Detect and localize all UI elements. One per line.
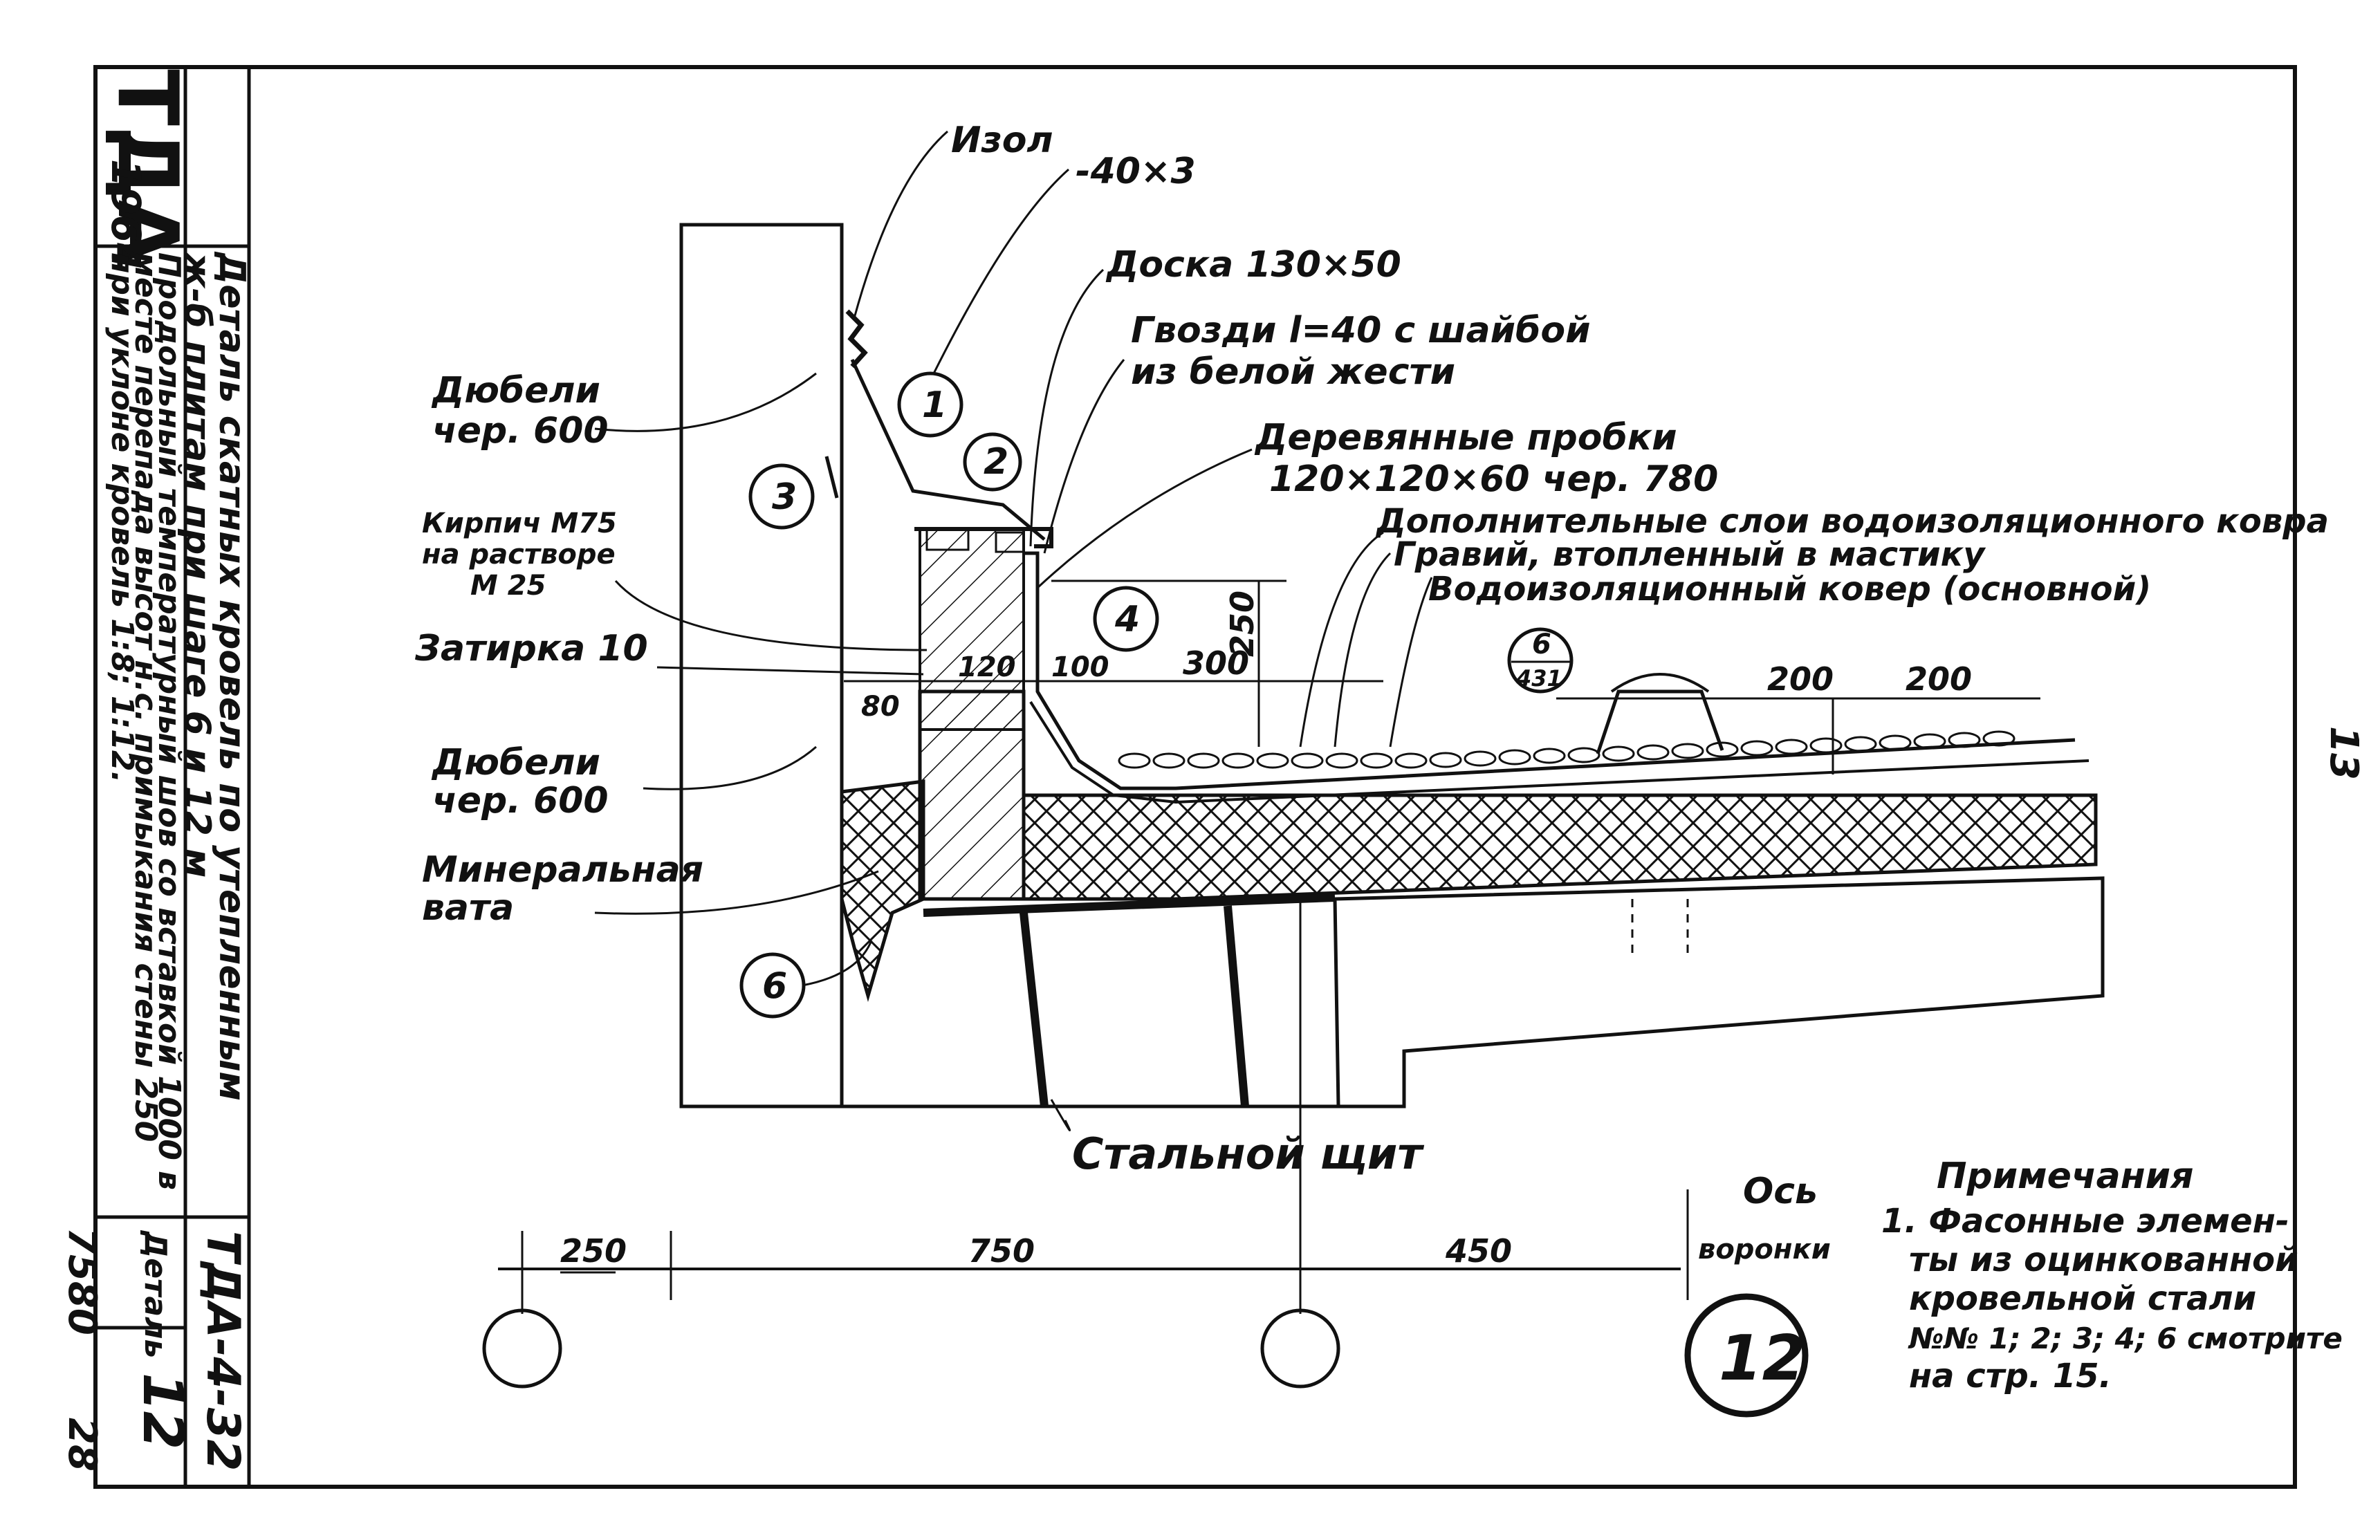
notes-line-3: кровельной стали — [1909, 1279, 2256, 1318]
marker-4 — [1093, 586, 1159, 652]
label-plugs-2: 120×120×60 чер. 780 — [1269, 458, 1718, 500]
label-extra-layers: Дополнительные слои водоизоляционного ко… — [1375, 502, 2329, 541]
marker-4-label: 4 — [1114, 599, 1140, 640]
reference-top: 6 — [1532, 629, 1551, 660]
label-board: Доска 130×50 — [1105, 244, 1401, 286]
axis-circle-middle — [1260, 1308, 1340, 1389]
marker-1-label: 1 — [922, 384, 947, 426]
subtitle-line-3: при уклоне кровель 1:8; 1:12. — [104, 252, 140, 783]
dim-250-bottom: 250 — [560, 1232, 627, 1270]
brick-body — [918, 689, 1026, 901]
detail-number-circle — [1684, 1293, 1809, 1418]
dimension-lines — [498, 579, 2040, 1314]
subtitle-line-1: Продольный температурный шов со вставкой… — [151, 252, 187, 1190]
insulation-layer — [1022, 793, 2098, 901]
page-number-bottom: 28 — [59, 1418, 104, 1472]
sheet-label: Деталь — [138, 1230, 173, 1358]
part-markers — [739, 371, 1574, 1019]
label-plaster: Затирка 10 — [414, 628, 648, 669]
dim-80: 80 — [861, 691, 900, 723]
notes-line-4: №№ 1; 2; 3; 4; 6 смотрите — [1908, 1321, 2343, 1355]
label-axis-1: Ось — [1743, 1171, 1818, 1212]
archive-number: 7580 — [59, 1227, 104, 1335]
dim-100: 100 — [1051, 651, 1109, 683]
marker-2 — [963, 432, 1022, 492]
label-strip: -40×3 — [1076, 151, 1196, 192]
marker-3-label: 3 — [772, 476, 797, 518]
notes-line-2: ты из оцинкованной — [1909, 1241, 2298, 1279]
label-nails-2: из белой жести — [1131, 351, 1455, 393]
label-steel-shield: Стальной щит — [1072, 1129, 1424, 1179]
label-axis-2: воронки — [1698, 1234, 1831, 1265]
steel-plate — [923, 893, 1336, 917]
logo: ТДА — [99, 69, 195, 264]
title-block: ТДА 1964 Деталь скатных кровель по утепл… — [59, 67, 252, 1487]
reference-bottom: 431 — [1515, 665, 1562, 692]
label-brick-1: Кирпич М75 — [422, 508, 617, 539]
dim-120: 120 — [958, 651, 1016, 683]
dim-250-top: 250 — [1224, 591, 1261, 657]
label-brick-3: М 25 — [470, 570, 546, 602]
axis-circle-left — [482, 1308, 562, 1389]
dim-450: 450 — [1445, 1232, 1512, 1270]
label-nails-1: Гвозди l=40 с шайбой — [1131, 310, 1591, 351]
year: 1964 — [102, 159, 149, 270]
notes: Примечания 1. Фасонные элемен- ты из оци… — [1881, 1156, 2343, 1395]
marker-3 — [748, 463, 815, 530]
detail-number: 12 — [1719, 1322, 1805, 1395]
funnel — [1596, 689, 1724, 754]
reference-circle — [1507, 627, 1574, 694]
title-line-1: Деталь скатных кровель по утепленным — [211, 251, 252, 1101]
sheet-number: 12 — [131, 1373, 195, 1449]
label-dowels-top-2: чер. 600 — [432, 410, 609, 452]
page-number-side: 13 — [2321, 726, 2366, 780]
roof-slab — [1333, 876, 2105, 1108]
gravel — [1118, 730, 2015, 769]
label-plugs-1: Деревянные пробки — [1254, 417, 1677, 458]
dim-200-b: 200 — [1906, 660, 1972, 698]
marker-1 — [897, 371, 963, 438]
drawing-code: ТДА-4-32 — [196, 1231, 250, 1471]
label-gravel: Гравий, втопленный в мастику — [1394, 535, 1986, 574]
dim-750: 750 — [968, 1232, 1035, 1270]
label-main-carpet: Водоизоляционный ковер (основной) — [1428, 570, 2151, 609]
label-dowels-bot-2: чер. 600 — [432, 780, 609, 822]
dim-300: 300 — [1183, 644, 1249, 682]
label-wool-1: Минеральная — [422, 849, 703, 891]
dim-200-a: 200 — [1767, 660, 1834, 698]
section-drawing — [679, 223, 2105, 1108]
notes-line-5: на стр. 15. — [1909, 1357, 2112, 1395]
label-brick-2: на растворе — [422, 539, 616, 570]
label-dowels-top-1: Дюбели — [431, 370, 600, 411]
marker-6-label: 6 — [762, 965, 787, 1007]
title-line-2: ж-б плитам при шаге 6 и 12 м — [176, 251, 218, 878]
label-dowels-bot-1: Дюбели — [431, 742, 600, 783]
leader-lines — [594, 130, 1433, 1131]
sheet-frame — [93, 65, 2297, 1489]
subtitle-line-2: месте перепада высот н.с. примыкания сте… — [128, 252, 163, 1142]
notes-line-1: 1. Фасонные элемен- — [1881, 1202, 2289, 1241]
label-wool-2: вата — [422, 887, 514, 929]
marker-2-label: 2 — [984, 441, 1008, 483]
notes-heading: Примечания — [1937, 1156, 2194, 1197]
label-izol: Изол — [951, 120, 1053, 161]
